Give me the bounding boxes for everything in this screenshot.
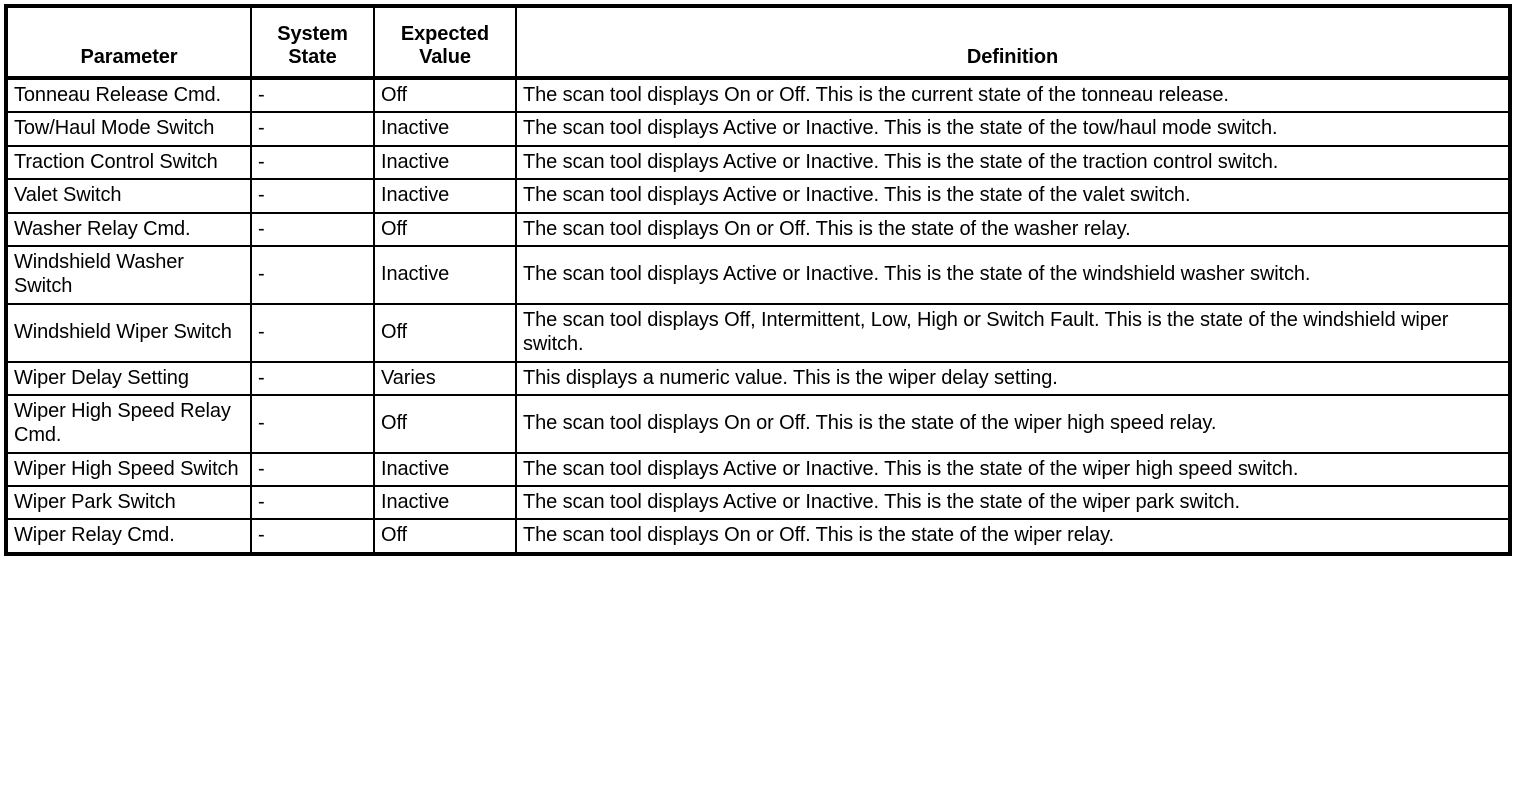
cell-expected-value: Inactive [373, 451, 517, 488]
column-header-expected-value: Expected Value [373, 5, 517, 80]
cell-definition: The scan tool displays Active or Inactiv… [515, 178, 1511, 214]
cell-system-state: - [250, 144, 375, 181]
column-header-parameter: Parameter [5, 5, 252, 80]
cell-expected-value: Off [373, 302, 517, 363]
cell-parameter: Wiper Park Switch [5, 485, 252, 521]
cell-system-state: - [250, 76, 375, 114]
cell-definition: The scan tool displays Active or Inactiv… [515, 244, 1511, 305]
cell-expected-value: Off [373, 393, 517, 454]
cell-parameter: Tow/Haul Mode Switch [5, 111, 252, 147]
cell-definition: The scan tool displays Active or Inactiv… [515, 144, 1511, 181]
cell-parameter: Wiper Delay Setting [5, 360, 252, 396]
cell-parameter: Tonneau Release Cmd. [5, 76, 252, 114]
cell-expected-value: Inactive [373, 144, 517, 181]
cell-parameter: Traction Control Switch [5, 144, 252, 181]
table-header-row: Parameter System State Expected Value De… [5, 5, 1511, 80]
cell-definition: The scan tool displays On or Off. This i… [515, 518, 1511, 555]
cell-system-state: - [250, 360, 375, 396]
cell-expected-value: Varies [373, 360, 517, 396]
cell-system-state: - [250, 485, 375, 521]
cell-parameter: Wiper High Speed Relay Cmd. [5, 393, 252, 454]
cell-definition: The scan tool displays Active or Inactiv… [515, 451, 1511, 488]
cell-definition: The scan tool displays On or Off. This i… [515, 211, 1511, 247]
cell-system-state: - [250, 178, 375, 214]
cell-expected-value: Off [373, 211, 517, 247]
cell-system-state: - [250, 393, 375, 454]
cell-definition: The scan tool displays On or Off. This i… [515, 76, 1511, 114]
cell-system-state: - [250, 451, 375, 488]
cell-parameter: Windshield Wiper Switch [5, 302, 252, 363]
cell-definition: The scan tool displays Off, Intermittent… [515, 302, 1511, 363]
cell-expected-value: Inactive [373, 485, 517, 521]
cell-system-state: - [250, 518, 375, 555]
cell-definition: The scan tool displays Active or Inactiv… [515, 111, 1511, 147]
cell-expected-value: Inactive [373, 178, 517, 214]
cell-system-state: - [250, 111, 375, 147]
cell-system-state: - [250, 211, 375, 247]
cell-parameter: Valet Switch [5, 178, 252, 214]
cell-expected-value: Inactive [373, 111, 517, 147]
cell-system-state: - [250, 244, 375, 305]
cell-parameter: Wiper Relay Cmd. [5, 518, 252, 555]
cell-definition: This displays a numeric value. This is t… [515, 360, 1511, 396]
cell-parameter: Wiper High Speed Switch [5, 451, 252, 488]
cell-parameter: Windshield Washer Switch [5, 244, 252, 305]
table-header: Parameter System State Expected Value De… [5, 5, 1511, 80]
column-header-system-state: System State [250, 5, 375, 80]
cell-expected-value: Inactive [373, 244, 517, 305]
cell-expected-value: Off [373, 76, 517, 114]
cell-system-state: - [250, 302, 375, 363]
cell-definition: The scan tool displays Active or Inactiv… [515, 485, 1511, 521]
cell-parameter: Washer Relay Cmd. [5, 211, 252, 247]
parameter-definition-table: Parameter System State Expected Value De… [4, 4, 1512, 556]
cell-expected-value: Off [373, 518, 517, 555]
cell-definition: The scan tool displays On or Off. This i… [515, 393, 1511, 454]
column-header-definition: Definition [515, 5, 1511, 80]
